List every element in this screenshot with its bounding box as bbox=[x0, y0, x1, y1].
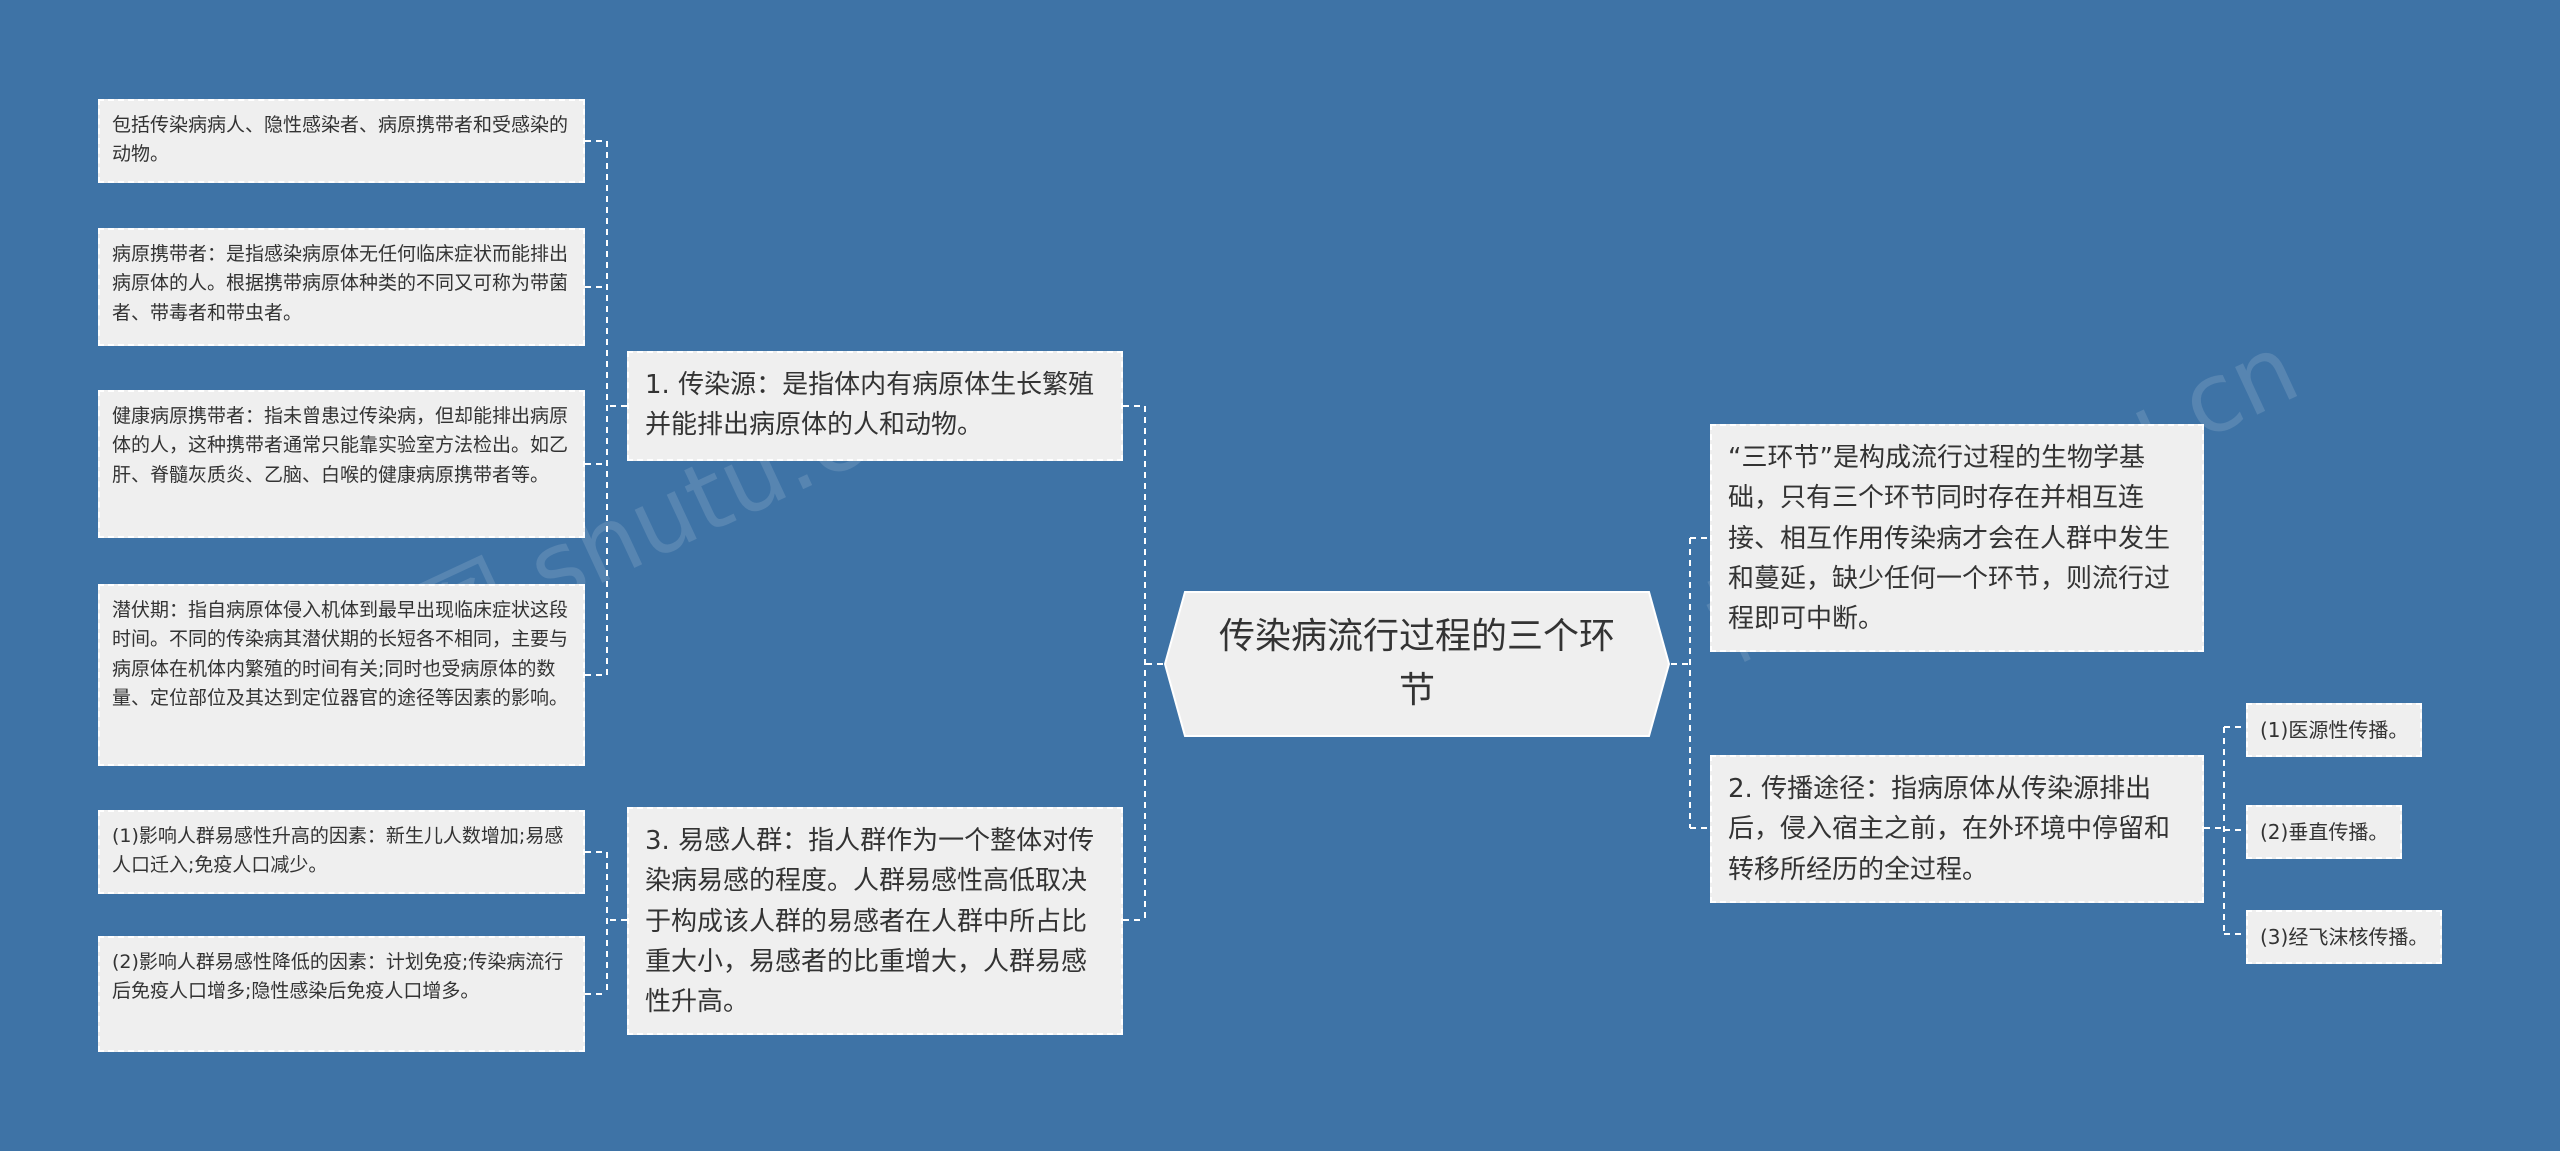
susceptible-leaf-text: (1)影响人群易感性升高的因素：新生儿人数增加;易感人口迁入;免疫人口减少。 bbox=[112, 825, 564, 877]
route-node[interactable]: 2. 传播途径：指病原体从传染源排出后，侵入宿主之前，在外环境中停留和转移所经历… bbox=[1710, 755, 2204, 903]
note-text: “三环节”是构成流行过程的生物学基础，只有三个环节同时存在并相互连接、相互作用传… bbox=[1728, 443, 2171, 635]
source-leaf-text: 包括传染病病人、隐性感染者、病原携带者和受感染的动物。 bbox=[112, 114, 569, 166]
source-leaf[interactable]: 潜伏期：指自病原体侵入机体到最早出现临床症状这段时间。不同的传染病其潜伏期的长短… bbox=[98, 584, 585, 766]
source-leaf[interactable]: 包括传染病病人、隐性感染者、病原携带者和受感染的动物。 bbox=[98, 99, 585, 183]
susceptible-leaf[interactable]: (1)影响人群易感性升高的因素：新生儿人数增加;易感人口迁入;免疫人口减少。 bbox=[98, 810, 585, 894]
source-node[interactable]: 1. 传染源：是指体内有病原体生长繁殖并能排出病原体的人和动物。 bbox=[627, 351, 1123, 461]
source-leaf-text: 潜伏期：指自病原体侵入机体到最早出现临床症状这段时间。不同的传染病其潜伏期的长短… bbox=[112, 599, 569, 710]
route-leaf-text: (2)垂直传播。 bbox=[2260, 820, 2389, 844]
source-label: 1. 传染源：是指体内有病原体生长繁殖并能排出病原体的人和动物。 bbox=[645, 370, 1095, 441]
susceptible-leaf[interactable]: (2)影响人群易感性降低的因素：计划免疫;传染病流行后免疫人口增多;隐性感染后免… bbox=[98, 936, 585, 1052]
susceptible-leaf-text: (2)影响人群易感性降低的因素：计划免疫;传染病流行后免疫人口增多;隐性感染后免… bbox=[112, 951, 564, 1003]
source-leaf[interactable]: 健康病原携带者：指未曾患过传染病，但却能排出病原体的人，这种携带者通常只能靠实验… bbox=[98, 390, 585, 538]
root-hexagon-shape bbox=[1163, 591, 1671, 737]
susceptible-label: 3. 易感人群：指人群作为一个整体对传染病易感的程度。人群易感性高低取决于构成该… bbox=[645, 826, 1095, 1018]
route-leaf[interactable]: (2)垂直传播。 bbox=[2246, 805, 2403, 859]
source-leaf-text: 病原携带者：是指感染病原体无任何临床症状而能排出病原体的人。根据携带病原体种类的… bbox=[112, 243, 569, 324]
route-label: 2. 传播途径：指病原体从传染源排出后，侵入宿主之前，在外环境中停留和转移所经历… bbox=[1728, 774, 2171, 885]
route-leaf-text: (3)经飞沫核传播。 bbox=[2260, 925, 2429, 949]
source-leaf[interactable]: 病原携带者：是指感染病原体无任何临床症状而能排出病原体的人。根据携带病原体种类的… bbox=[98, 228, 585, 346]
route-leaf[interactable]: (1)医源性传播。 bbox=[2246, 703, 2423, 757]
source-leaf-text: 健康病原携带者：指未曾患过传染病，但却能排出病原体的人，这种携带者通常只能靠实验… bbox=[112, 405, 569, 486]
route-leaf[interactable]: (3)经飞沫核传播。 bbox=[2246, 910, 2443, 964]
root-node[interactable]: 传染病流行过程的三个环节 bbox=[1163, 590, 1671, 738]
root-title: 传染病流行过程的三个环节 bbox=[1218, 616, 1615, 711]
note-node[interactable]: “三环节”是构成流行过程的生物学基础，只有三个环节同时存在并相互连接、相互作用传… bbox=[1710, 424, 2204, 652]
susceptible-node[interactable]: 3. 易感人群：指人群作为一个整体对传染病易感的程度。人群易感性高低取决于构成该… bbox=[627, 807, 1123, 1035]
route-leaf-text: (1)医源性传播。 bbox=[2260, 718, 2409, 742]
